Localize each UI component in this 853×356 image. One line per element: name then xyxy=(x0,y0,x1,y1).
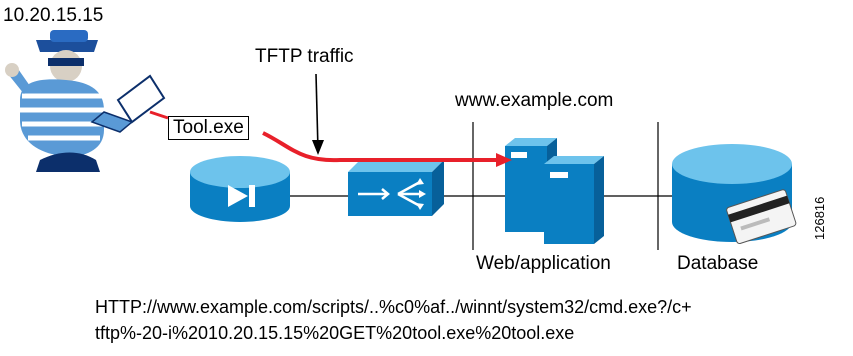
url-line-1: HTTP://www.example.com/scripts/..%c0%af.… xyxy=(95,297,692,317)
traffic-arrow xyxy=(312,73,324,155)
attacker-icon xyxy=(5,30,104,172)
laptop-icon xyxy=(90,74,166,133)
credit-card-icon xyxy=(726,189,797,245)
url-line-2: tftp%-20-i%2010.20.15.15%20GET%20tool.ex… xyxy=(95,323,575,343)
traffic-label: TFTP traffic xyxy=(255,46,354,67)
tool-label: Tool.exe xyxy=(168,116,249,140)
attack-path xyxy=(149,110,512,167)
router-icon xyxy=(190,156,290,222)
web-server-icon xyxy=(505,138,604,244)
database-label: Database xyxy=(677,253,759,274)
web-app-label: Web/application xyxy=(476,253,611,274)
site-label: www.example.com xyxy=(455,90,614,111)
figure-id: 126816 xyxy=(812,196,827,240)
attacker-ip-label: 10.20.15.15 xyxy=(3,5,104,26)
switch-icon xyxy=(348,160,444,216)
network-links xyxy=(290,122,672,250)
